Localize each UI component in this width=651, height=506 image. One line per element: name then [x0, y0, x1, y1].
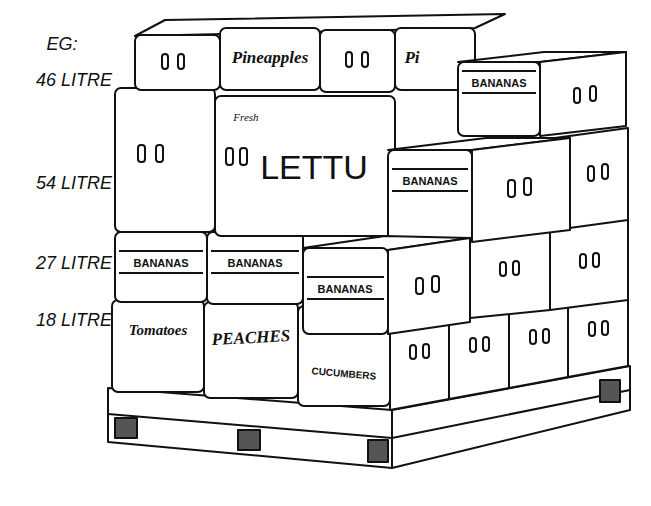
box-brand: Tomatoes: [127, 322, 190, 340]
volume-label-holder: 54 LITRE: [36, 174, 112, 193]
box-brand-holder: Tomatoes: [127, 321, 190, 340]
banana-box-upper: [388, 138, 570, 242]
volume-label: 54 LITRE: [36, 174, 112, 193]
box-brand-holder: Pi: [402, 48, 421, 68]
volume-label: 18 LITRE: [36, 311, 112, 330]
volume-label: 46 LITRE: [36, 71, 112, 90]
box-brand: BANANAS: [470, 77, 529, 91]
box-brand-holder: LETTU: [258, 149, 370, 187]
volume-label: 27 LITRE: [36, 254, 112, 273]
example-note-holder: EG:: [46, 35, 77, 54]
box-brand: LETTU: [258, 149, 370, 187]
box-brand: Pineapples: [230, 48, 311, 68]
banana-boxes-left: [115, 232, 303, 304]
banana-box-lower: [303, 236, 470, 334]
box-brand-holder: BANANAS: [316, 279, 375, 297]
box-brand: BANANAS: [401, 175, 460, 189]
volume-label-holder: 18 LITRE: [36, 311, 112, 330]
box-brand: BANANAS: [226, 257, 285, 271]
box-brand-holder: BANANAS: [401, 171, 460, 189]
banana-box-top: [458, 52, 626, 136]
box-brand-holder: BANANAS: [132, 253, 191, 271]
box-brand-holder: BANANAS: [226, 253, 285, 271]
top-boxes: [135, 14, 505, 92]
example-note: EG:: [46, 35, 77, 54]
box-brand-holder: BANANAS: [470, 73, 529, 91]
box-brand: BANANAS: [132, 257, 191, 271]
box-brand: Fresh: [231, 111, 260, 125]
volume-label-holder: 27 LITRE: [36, 254, 112, 273]
box-brand: BANANAS: [316, 283, 375, 297]
box-brand: Pi: [402, 48, 421, 68]
volume-label-holder: 46 LITRE: [36, 71, 112, 90]
box-brand-holder: Fresh: [231, 107, 260, 125]
box-brand-holder: Pineapples: [230, 48, 311, 68]
